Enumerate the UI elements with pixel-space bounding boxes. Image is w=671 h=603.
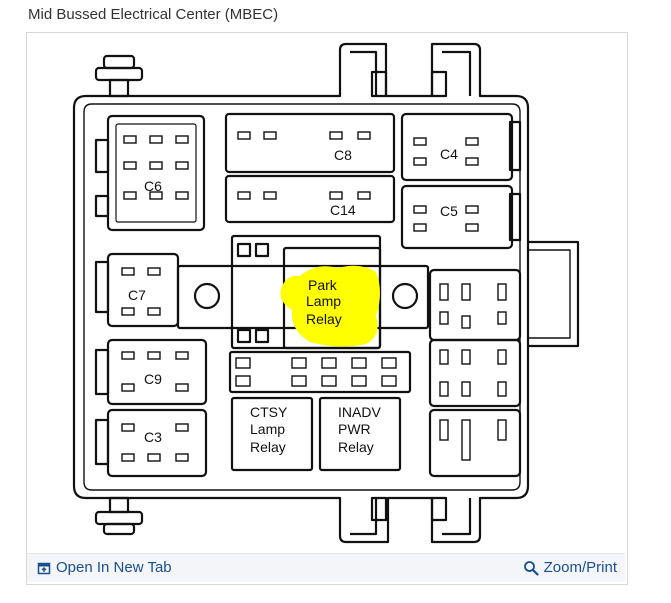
label-c6: C6 — [144, 178, 162, 194]
label-c9: C9 — [144, 371, 162, 387]
ctsy-relay-line1: CTSY — [250, 404, 288, 420]
park-relay-line2: Lamp — [306, 293, 341, 309]
open-new-tab-label: Open In New Tab — [56, 559, 172, 576]
inadv-relay-line1: INADV — [338, 404, 381, 420]
ctsy-relay-line2: Lamp — [250, 421, 285, 437]
zoom-print-label: Zoom/Print — [543, 559, 617, 576]
park-relay-highlight — [280, 265, 380, 347]
zoom-print-link[interactable]: Zoom/Print — [523, 559, 617, 576]
label-c14: C14 — [330, 202, 356, 218]
ctsy-relay-line3: Relay — [250, 439, 286, 455]
label-c3: C3 — [144, 429, 162, 445]
inadv-relay-line3: Relay — [338, 439, 374, 455]
label-c4: C4 — [440, 146, 458, 162]
magnifier-icon — [523, 560, 539, 576]
park-relay-line1: Park — [308, 277, 338, 293]
label-c5: C5 — [440, 203, 458, 219]
page-title: Mid Bussed Electrical Center (MBEC) — [28, 6, 279, 23]
label-c8: C8 — [334, 147, 352, 163]
label-c7: C7 — [128, 287, 146, 303]
external-window-icon — [37, 562, 51, 574]
inadv-relay-line2: PWR — [338, 421, 371, 437]
image-footer: Open In New Tab Zoom/Print — [27, 553, 625, 582]
open-new-tab-link[interactable]: Open In New Tab — [37, 559, 172, 576]
park-relay-line3: Relay — [306, 311, 342, 327]
mbec-diagram: C6 C8 C14 C4 C5 C7 C9 C3 Park Lamp Relay… — [72, 42, 580, 544]
